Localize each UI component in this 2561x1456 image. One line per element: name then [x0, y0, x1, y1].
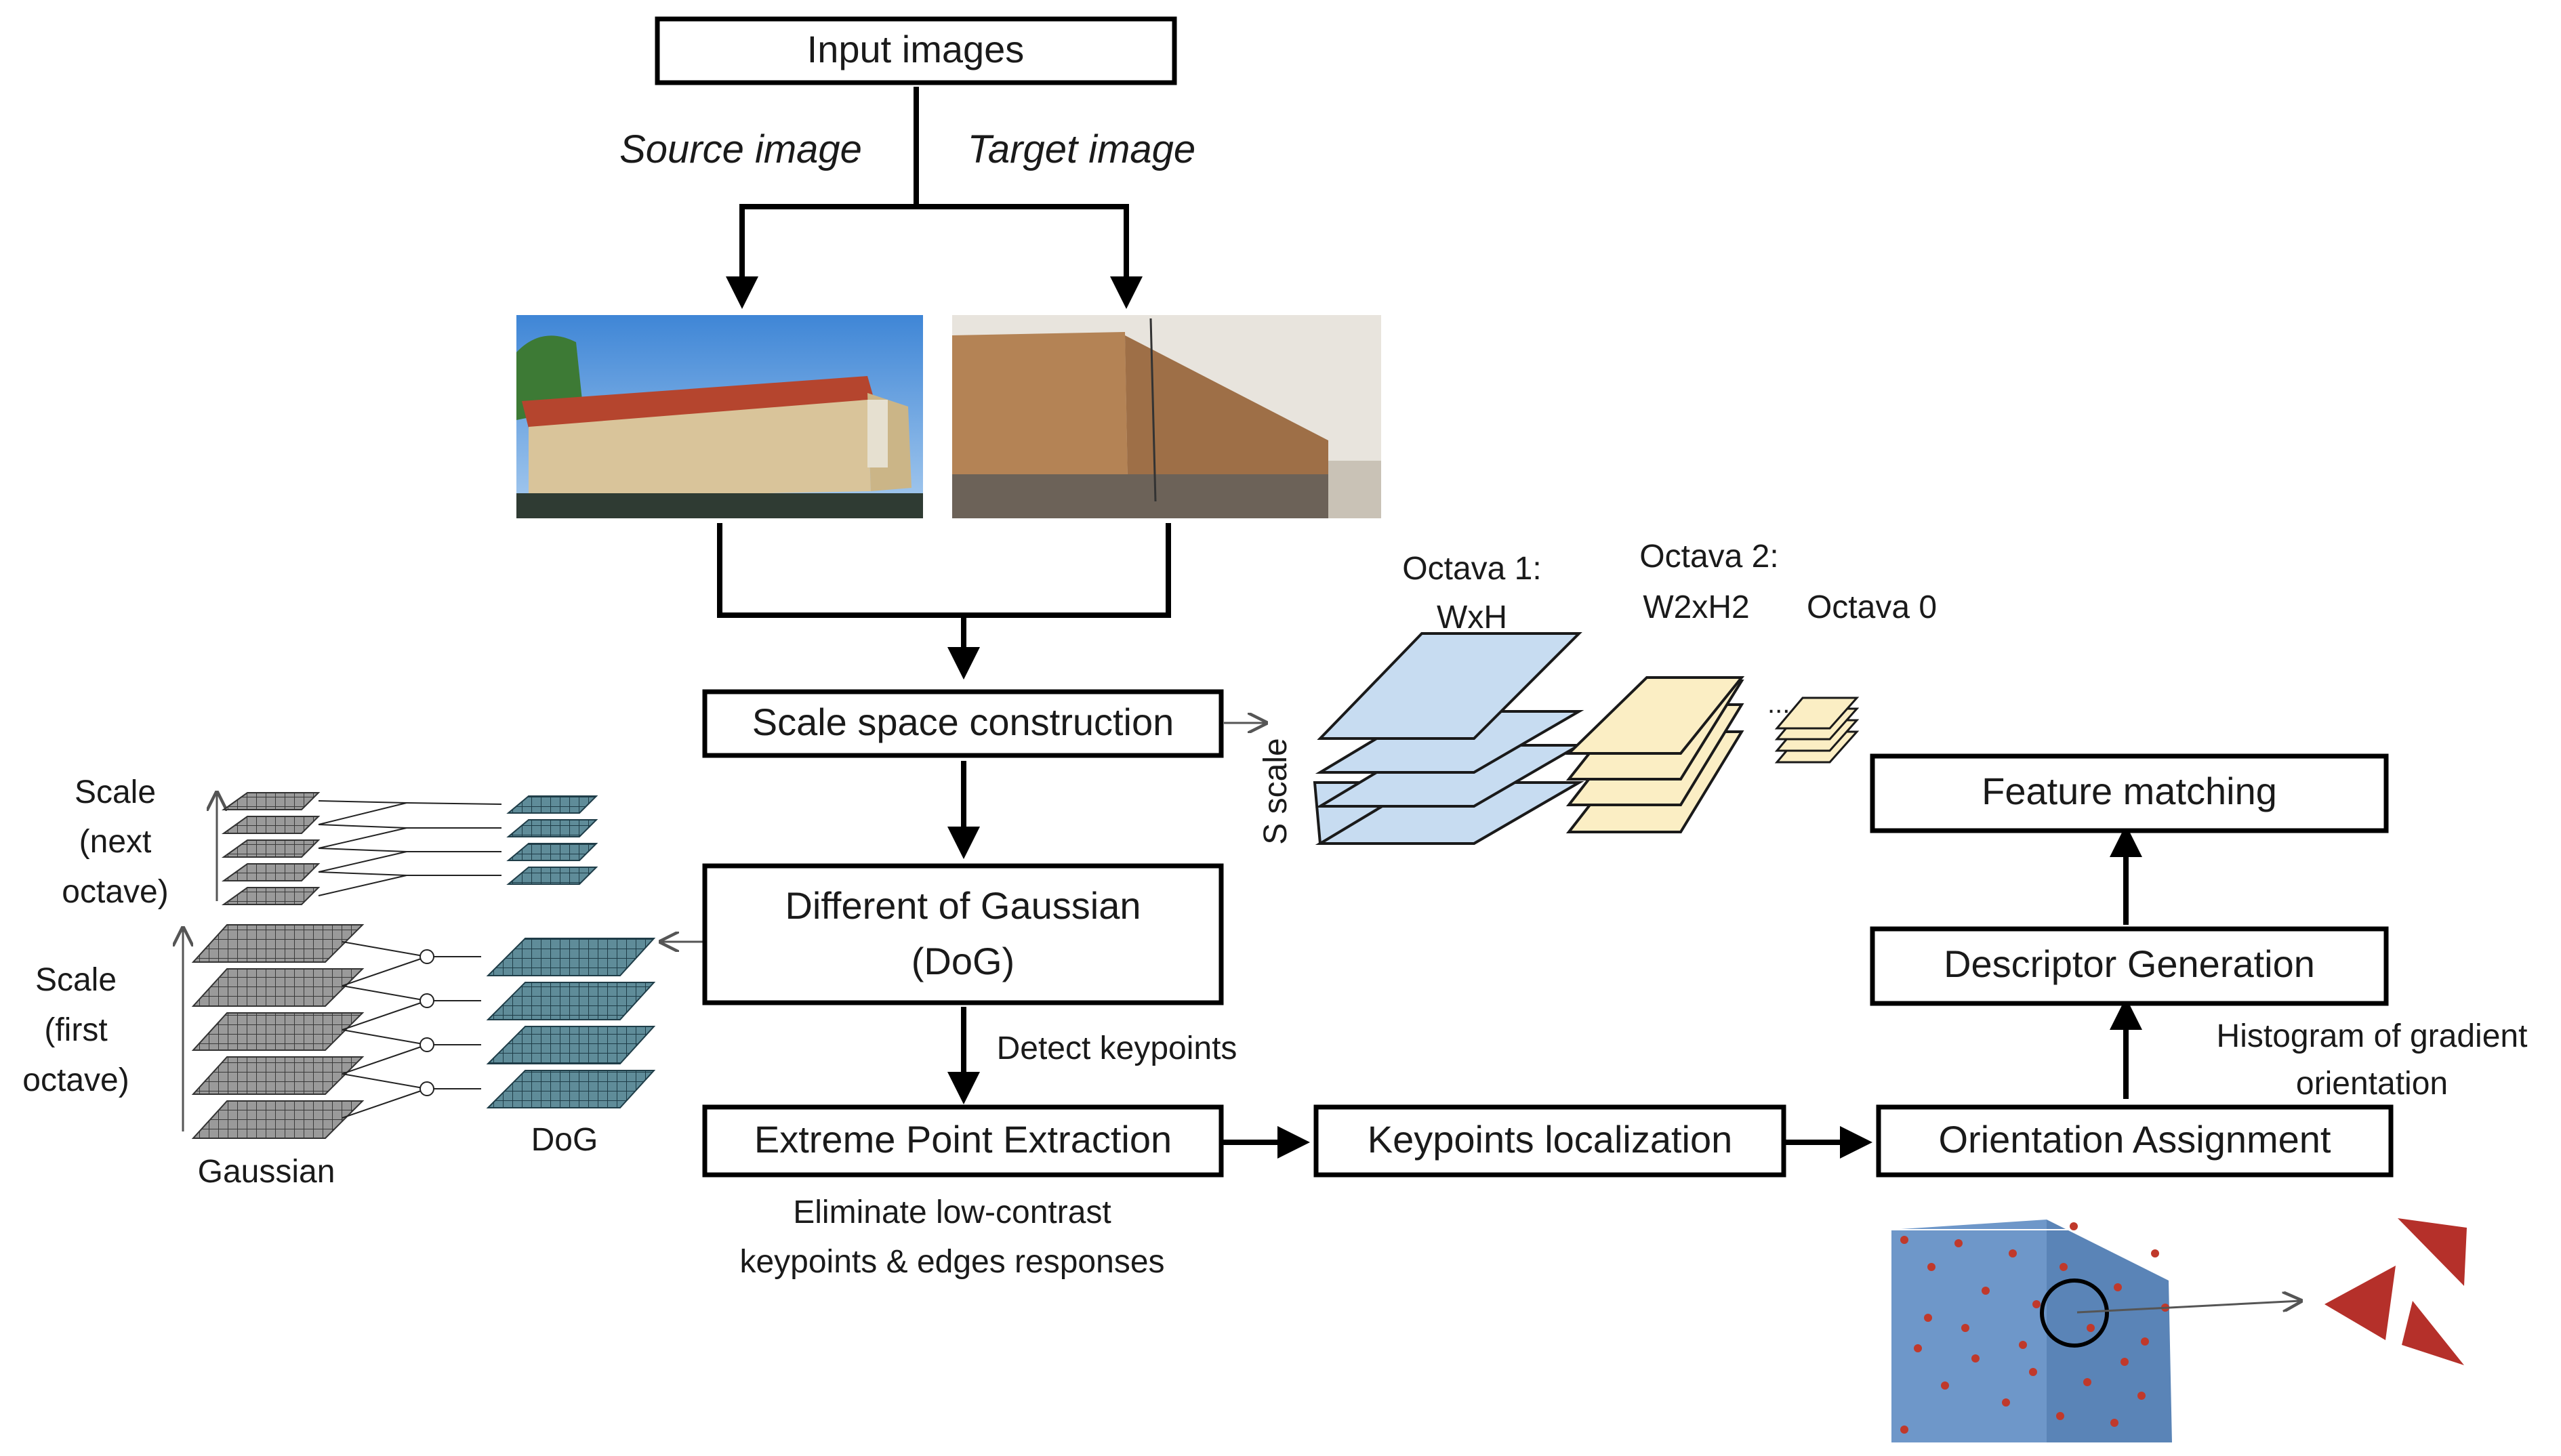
input-images-box: Input images [655, 16, 1177, 85]
gaussian-dog-pyramid: Scale (next octave) Scale (first octave)… [22, 774, 656, 1190]
feature-matching-label: Feature matching [1982, 770, 2277, 812]
scale-next-line3: octave) [62, 874, 168, 910]
histogram-label-line1: Histogram of gradient [2217, 1018, 2528, 1054]
dog-label-line2: (DoG) [911, 940, 1015, 982]
eliminate-label-line1: Eliminate low-contrast [793, 1194, 1111, 1230]
keypoint-markers [1900, 1222, 2169, 1434]
octava2-label-line1: Octava 2: [1639, 539, 1778, 575]
scale-space-construction-box: Scale space construction [702, 689, 1224, 758]
scale-first-line1: Scale [35, 962, 117, 998]
next-octave-gaussian-layers [221, 792, 321, 905]
extreme-point-extraction-box: Extreme Point Extraction [702, 1104, 1224, 1178]
scale-space-construction-label: Scale space construction [752, 701, 1174, 743]
orientation-assignment-box: Orientation Assignment [1876, 1104, 2394, 1178]
keypoints-localization-box: Keypoints localization [1313, 1104, 1786, 1178]
target-image-label: Target image [968, 127, 1195, 171]
source-image-label: Source image [619, 127, 862, 171]
dog-box: Different of Gaussian (DoG) [702, 863, 1224, 1005]
feature-matching-box: Feature matching [1870, 753, 2389, 833]
scale-first-line2: (first [44, 1012, 107, 1048]
octave-stacks: ... S scale Octava 1: WxH Octava 2: W2xH… [1258, 539, 1937, 845]
scale-next-line1: Scale [75, 774, 156, 810]
dog-pyramid-label: DoG [531, 1122, 598, 1158]
octave2-stack [1565, 676, 1745, 833]
eliminate-label-line2: keypoints & edges responses [739, 1244, 1164, 1280]
octave-ellipsis: ... [1767, 689, 1790, 719]
gaussian-label: Gaussian [198, 1154, 335, 1190]
flow-connectors [661, 87, 2142, 1159]
dog-label-line1: Different of Gaussian [785, 884, 1141, 927]
octave0-stack [1774, 696, 1860, 764]
histogram-label-line2: orientation [2296, 1066, 2448, 1102]
first-octave-gaussian-layers [191, 924, 365, 1139]
s-scale-label: S scale [1258, 738, 1294, 844]
first-octave-dog-layers [486, 938, 656, 1108]
extreme-point-extraction-label: Extreme Point Extraction [754, 1118, 1172, 1161]
octava0-label: Octava 0 [1807, 589, 1937, 625]
detect-keypoints-label: Detect keypoints [997, 1031, 1237, 1066]
input-images-label: Input images [807, 28, 1025, 70]
first-octave-connectors [342, 941, 481, 1119]
source-image-photo [516, 315, 923, 518]
octava1-label-line1: Octava 1: [1402, 551, 1541, 587]
descriptor-generation-label: Descriptor Generation [1944, 942, 2315, 985]
keypoints-localization-label: Keypoints localization [1368, 1118, 1733, 1161]
next-octave-dog-layers [506, 795, 598, 885]
scale-next-line2: (next [79, 824, 152, 860]
scale-first-line3: octave) [22, 1062, 129, 1098]
target-image-photo [952, 315, 1381, 518]
orientation-assignment-label: Orientation Assignment [1939, 1118, 2331, 1161]
orientation-triangles [2324, 1218, 2467, 1365]
keypoint-image [1890, 1209, 2183, 1444]
descriptor-generation-box: Descriptor Generation [1870, 926, 2389, 1006]
next-octave-connectors [318, 800, 502, 896]
octava2-label-line2: W2xH2 [1643, 589, 1749, 625]
octava1-label-line2: WxH [1437, 600, 1507, 636]
octave1-stack [1313, 632, 1584, 845]
